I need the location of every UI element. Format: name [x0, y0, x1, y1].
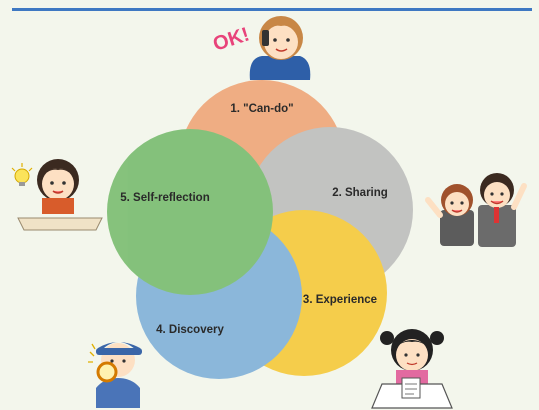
label-self-reflection: 5. Self-reflection — [120, 192, 209, 204]
label-can-do: 1. "Can-do" — [230, 103, 293, 115]
person-phone-illustration: OK! — [210, 16, 311, 80]
top-accent-bar — [12, 8, 532, 11]
magnifier-icon — [96, 361, 118, 383]
label-discovery: 4. Discovery — [156, 324, 224, 336]
circle-self-reflection — [107, 129, 273, 295]
ok-exclamation: OK! — [210, 23, 252, 55]
lightbulb-icon — [14, 168, 30, 184]
people-cheering-illustration — [425, 173, 527, 247]
label-sharing: 2. Sharing — [332, 187, 388, 199]
person-magnifier-illustration — [88, 342, 142, 408]
person-drawing-illustration — [371, 329, 453, 409]
person-lightbulb-illustration — [11, 159, 103, 231]
venn-circles — [107, 80, 413, 379]
label-experience: 3. Experience — [303, 294, 377, 306]
